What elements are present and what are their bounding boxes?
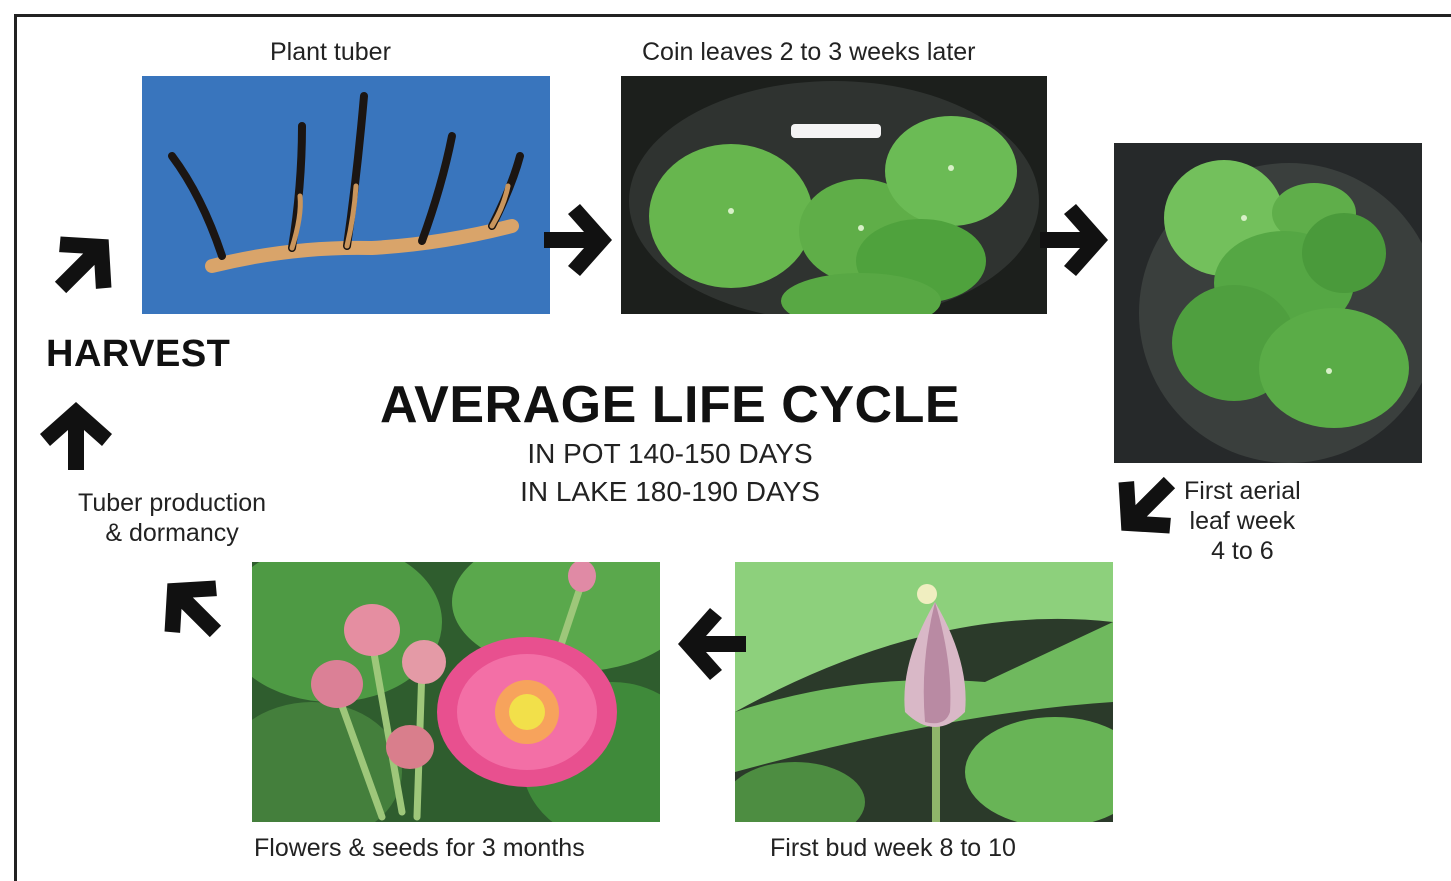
caption-tuber-line1: Tuber production <box>78 488 266 518</box>
arrow-up-icon <box>36 394 116 474</box>
caption-aerial-leaf-line3: 4 to 6 <box>1184 536 1301 566</box>
diagram-title: AVERAGE LIFE CYCLE <box>330 375 1010 435</box>
harvest-label: HARVEST <box>46 333 230 376</box>
caption-aerial-leaf-line1: First aerial <box>1184 476 1301 506</box>
caption-plant-tuber: Plant tuber <box>270 38 391 67</box>
arrow-up-left-icon <box>150 566 230 646</box>
photo-flowers <box>252 562 660 822</box>
caption-flowers: Flowers & seeds for 3 months <box>254 834 585 863</box>
caption-coin-leaves: Coin leaves 2 to 3 weeks later <box>642 38 976 67</box>
arrow-left-icon <box>670 604 750 684</box>
caption-aerial-leaf: First aerial leaf week 4 to 6 <box>1184 476 1301 566</box>
arrow-right-1-icon <box>540 200 620 280</box>
subtitle-pot: IN POT 140-150 DAYS <box>330 438 1010 470</box>
photo-plant-tuber <box>142 76 550 314</box>
subtitle-lake: IN LAKE 180-190 DAYS <box>330 476 1010 508</box>
caption-first-bud: First bud week 8 to 10 <box>770 834 1016 863</box>
arrow-down-left-icon <box>1104 468 1184 548</box>
photo-coin-leaves <box>621 76 1047 314</box>
caption-tuber-line2: & dormancy <box>78 518 266 548</box>
caption-tuber-production: Tuber production & dormancy <box>78 488 266 548</box>
arrow-right-2-icon <box>1036 200 1116 280</box>
arrow-up-right-icon <box>46 222 126 302</box>
caption-aerial-leaf-line2: leaf week <box>1184 506 1301 536</box>
photo-aerial-leaf <box>1114 143 1422 463</box>
photo-first-bud <box>735 562 1113 822</box>
